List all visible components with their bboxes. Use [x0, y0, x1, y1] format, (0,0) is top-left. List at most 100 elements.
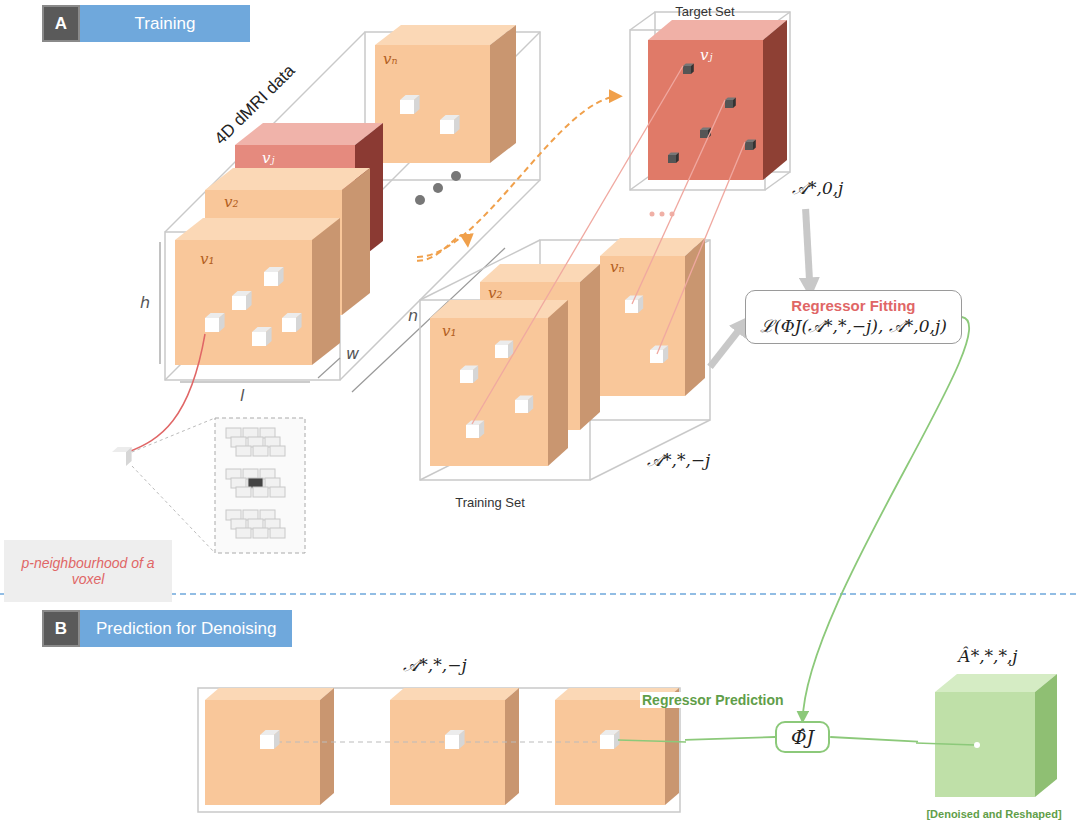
- voxel: [236, 446, 251, 456]
- connector: [417, 96, 620, 257]
- training-set: Training Set𝒜*,*,−j: [425, 245, 710, 510]
- voxel: [236, 487, 251, 497]
- shape: [246, 291, 252, 310]
- shape: [112, 452, 126, 466]
- shape: [668, 155, 676, 163]
- process-box: Regressor Fittingℒ(ΦJ(𝒜*,*,−j), 𝒜*,0,j): [745, 290, 962, 344]
- shape: [296, 313, 302, 332]
- voxel: [253, 487, 268, 497]
- node-title: B: [55, 619, 67, 639]
- wire-box: [198, 688, 680, 812]
- note-box: p-neighbourhood of a voxel: [4, 540, 172, 602]
- volume-cube: [175, 218, 340, 365]
- shape: [638, 295, 643, 313]
- shape: [390, 700, 505, 805]
- shape: [440, 120, 454, 134]
- ellipsis-dot: [451, 171, 461, 181]
- shape: [505, 688, 519, 805]
- shape: [282, 318, 296, 332]
- shape: [420, 300, 590, 480]
- connector: [803, 317, 970, 721]
- voxel: [440, 115, 460, 134]
- node-text: 𝒜*,*,−j: [647, 450, 710, 470]
- neighbourhood-box: [215, 418, 305, 553]
- node-title: Φ̂J: [791, 726, 814, 748]
- voxel: [400, 95, 420, 114]
- shape: [600, 256, 685, 396]
- ellipsis-dot: [660, 212, 665, 217]
- panel-title: Training: [80, 5, 250, 42]
- volume-label: v₂: [224, 193, 239, 211]
- dimension-line: [180, 381, 310, 382]
- voxel: [668, 153, 679, 163]
- volume-label: vₙ: [610, 258, 625, 276]
- shape: [625, 300, 638, 313]
- output-volume: Â*,*,*,j [Denoised and Reshaped]: [918, 646, 1070, 820]
- shape: [580, 264, 600, 430]
- voxel: [112, 447, 132, 466]
- shape: [630, 12, 655, 30]
- prediction-line: [916, 743, 975, 745]
- shape: [232, 296, 246, 310]
- dimension-label: w: [346, 344, 359, 363]
- volume-cube: [390, 688, 519, 805]
- output-cube: [935, 674, 1057, 797]
- shape: [264, 272, 278, 286]
- voxel: [282, 313, 302, 332]
- voxel: [700, 128, 711, 138]
- shape: [650, 350, 663, 363]
- input-volume: 𝒜*,*,−j: [195, 655, 685, 815]
- shape: [515, 400, 528, 413]
- shape: [691, 64, 694, 74]
- shape: [342, 168, 370, 315]
- voxel: [252, 327, 272, 346]
- node-title: 4D dMRI data: [211, 61, 300, 149]
- shape: [400, 100, 414, 114]
- volume-label: v₁: [442, 322, 457, 340]
- output-voxel: [974, 742, 980, 748]
- data-volume: 4D dMRI data: [135, 30, 417, 402]
- shape: [466, 425, 479, 438]
- connector: [710, 322, 745, 367]
- shape: [725, 100, 733, 108]
- voxel: [232, 291, 252, 310]
- dimension-label: h: [140, 293, 150, 312]
- volume-label: v₁: [200, 250, 215, 268]
- shape: [683, 66, 691, 74]
- edge-label: Regressor Prediction: [640, 692, 786, 708]
- shape: [260, 735, 274, 749]
- shape: [205, 318, 219, 332]
- panel-badge: A: [42, 5, 80, 42]
- shape: [430, 300, 568, 318]
- node-title: Prediction for Denoising: [96, 619, 276, 639]
- mapping-line: [632, 100, 725, 304]
- shape: [126, 447, 132, 466]
- shape: [479, 420, 484, 438]
- voxel: [270, 487, 285, 497]
- shape: [460, 370, 473, 383]
- shape: [745, 142, 753, 150]
- connector: [806, 209, 810, 290]
- node-text: [Denoised and Reshaped]: [926, 808, 1061, 820]
- shape: [495, 345, 508, 358]
- voxel: [270, 446, 285, 456]
- shape: [733, 98, 736, 108]
- voxel: [445, 730, 465, 749]
- node-title: Â*,*,*,j: [958, 646, 1017, 666]
- voxel: [260, 730, 280, 749]
- wire-box: [420, 240, 710, 480]
- ellipsis-dot: [433, 183, 443, 193]
- node-title: A: [55, 14, 67, 34]
- node-title: Regressor Fitting: [791, 297, 915, 314]
- shape: [663, 345, 668, 363]
- shape: [175, 218, 340, 240]
- voxel-link: [268, 741, 612, 742]
- connector: [685, 737, 775, 740]
- voxel: [600, 730, 620, 749]
- voxel: [725, 98, 736, 108]
- volume-cube: [600, 238, 705, 396]
- connector: [417, 235, 468, 261]
- shape: [312, 218, 340, 365]
- panel-title: Prediction for Denoising: [80, 610, 292, 647]
